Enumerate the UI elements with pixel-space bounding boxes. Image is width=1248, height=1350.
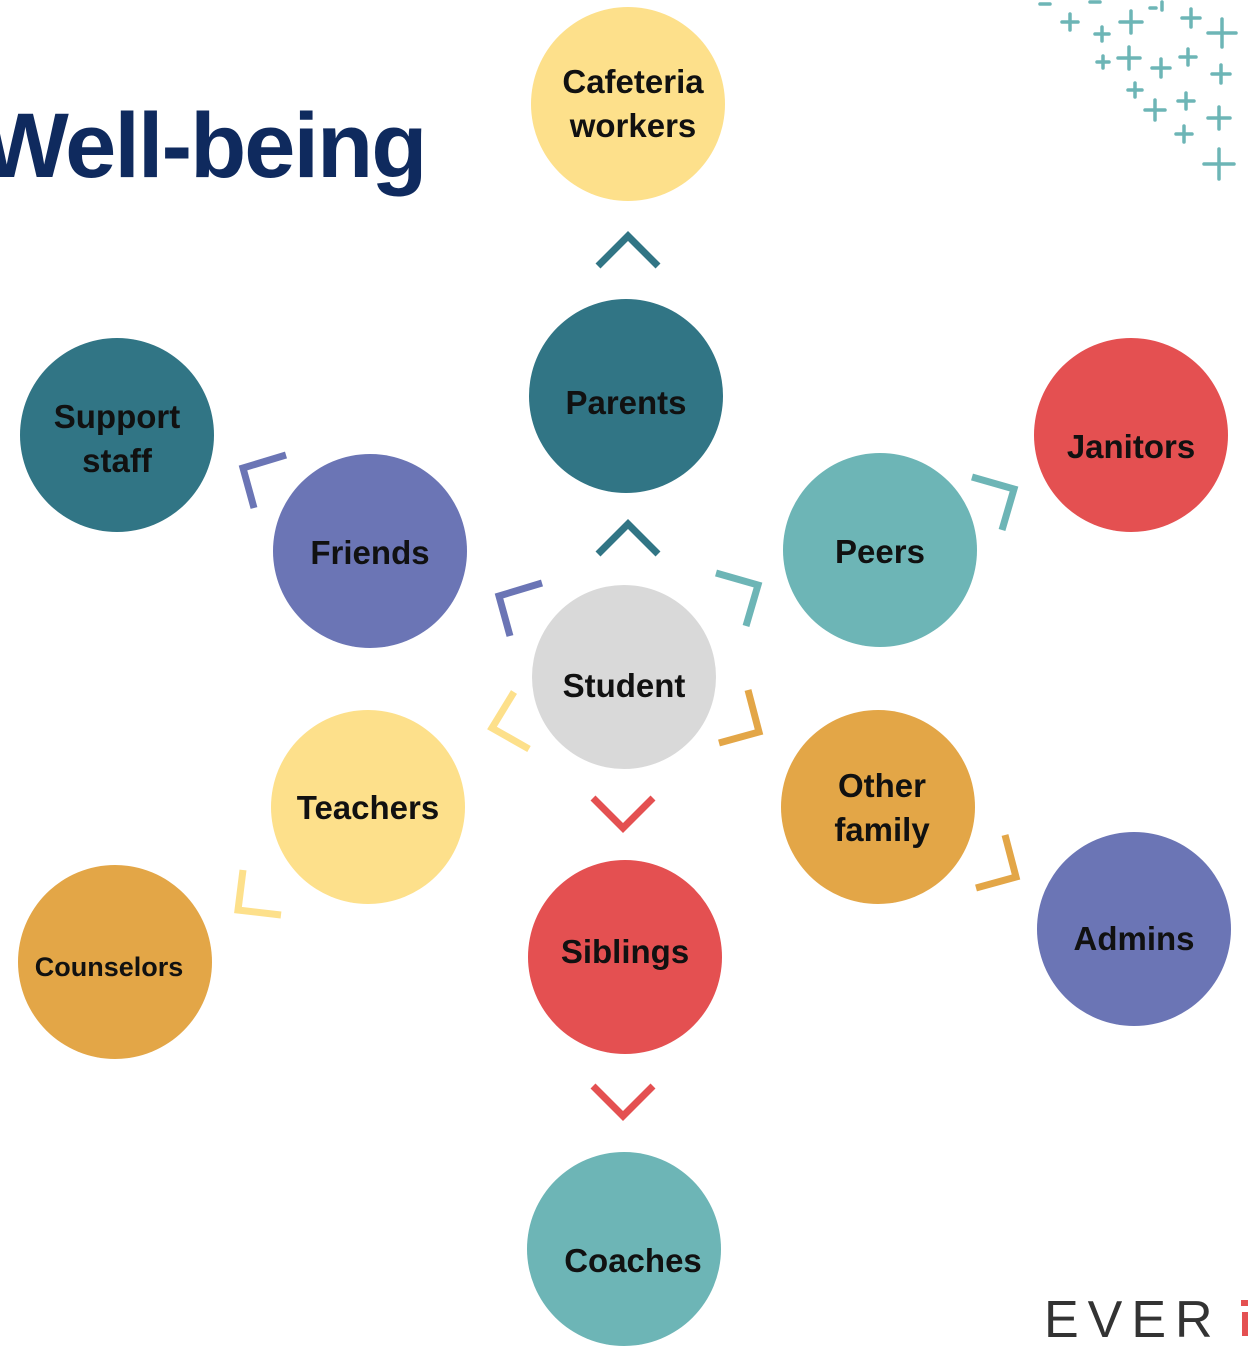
node-siblings: Siblings [528,860,722,1054]
node-label: Cafeteria workers [562,63,704,144]
logo-text: EVER [1044,1291,1222,1349]
node-label: Counselors [34,952,184,983]
node-counselors: Counselors [18,865,212,1059]
node-label: Teachers [296,789,440,827]
arrow-other-admins [975,834,1021,892]
node-support-staff: Support staff [20,338,214,532]
node-student: Student [532,585,716,769]
node-label: Student [562,667,686,705]
arrow-student-siblings [590,795,656,833]
node-label: Siblings [560,933,690,971]
arrow-student-other [718,689,764,747]
arrow-peers-janitors [971,473,1019,531]
node-label: Janitors [1066,428,1196,466]
brand-logo: EVER [1044,1290,1222,1350]
node-other-family: Other family [781,710,975,904]
node-label: Support staff [53,398,181,479]
node-label: Admins [1073,920,1195,958]
node-label: Coaches [564,1242,702,1280]
node-admins: Admins [1037,832,1231,1026]
node-friends: Friends [273,454,467,648]
page-title: Well-being [0,95,427,197]
node-peers: Peers [783,453,977,647]
node-label: Other family [834,767,930,848]
arrow-parents-cafeteria [595,231,661,269]
node-janitors: Janitors [1034,338,1228,532]
arrow-student-peers [715,569,763,627]
node-parents: Parents [529,299,723,493]
node-teachers: Teachers [271,710,465,904]
node-label: Friends [310,534,430,572]
arrow-student-parents [595,519,661,557]
arrow-student-friends [494,579,544,637]
arrow-friends-support [238,451,288,509]
node-label: Peers [835,533,925,571]
arrow-siblings-coaches [590,1083,656,1121]
node-cafeteria-workers: Cafeteria workers [531,7,725,201]
arrow-teachers-counselors [234,869,282,919]
arrow-student-teachers [487,690,531,753]
node-coaches: Coaches [527,1152,721,1346]
node-label: Parents [565,384,687,422]
